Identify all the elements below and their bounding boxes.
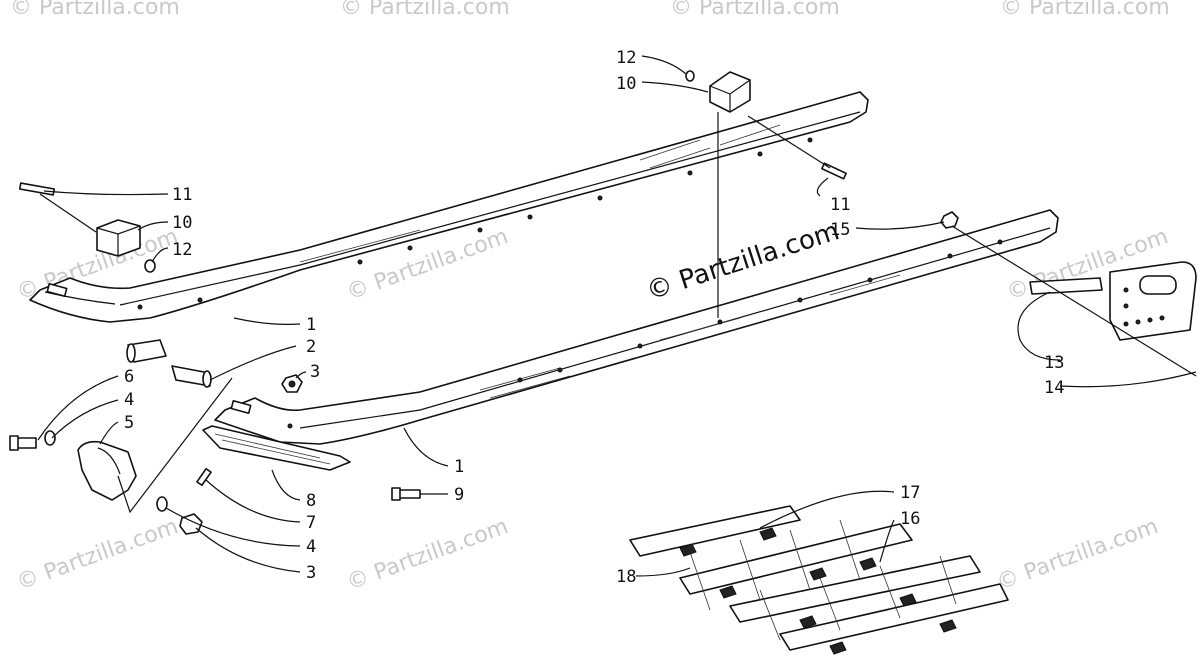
ski-runner-lower xyxy=(214,209,1059,445)
callout-4: 4 xyxy=(124,390,134,410)
callout-13: 13 xyxy=(1044,353,1064,373)
watermark: © Partzilla.com xyxy=(340,0,510,20)
callout-6: 6 xyxy=(124,367,134,387)
track-section xyxy=(629,505,1009,655)
callout-4: 4 xyxy=(306,537,316,557)
callout-3: 3 xyxy=(306,563,316,583)
callout-8: 8 xyxy=(306,491,316,511)
callout-14: 14 xyxy=(1044,378,1064,398)
nut-upper xyxy=(281,374,303,393)
callout-1: 1 xyxy=(454,457,464,477)
callout-2: 2 xyxy=(306,337,316,357)
callout-1: 1 xyxy=(306,315,316,335)
watermark: © Partzilla.com xyxy=(14,514,182,596)
watermark: © Partzilla.com xyxy=(344,514,512,596)
leader-lines xyxy=(37,55,1197,577)
callout-11: 11 xyxy=(172,185,192,205)
callout-16: 16 xyxy=(900,509,920,529)
callout-7: 7 xyxy=(306,513,316,533)
callout-11: 11 xyxy=(830,195,850,215)
callout-17: 17 xyxy=(900,483,920,503)
bolt-9 xyxy=(391,487,421,501)
callout-5: 5 xyxy=(124,413,134,433)
bolt-7 xyxy=(196,467,212,487)
ski-mount-assembly xyxy=(9,377,233,535)
ski-runner-upper xyxy=(29,91,869,323)
callout-12: 12 xyxy=(172,240,192,260)
spacer-tubes xyxy=(126,339,212,388)
wear-bar xyxy=(202,425,351,471)
watermark: © Partzilla.com xyxy=(994,514,1162,596)
callout-18: 18 xyxy=(616,567,636,587)
watermark: © Partzilla.com xyxy=(670,0,840,20)
callout-labels: 11 10 12 12 10 11 15 13 14 1 2 3 1 9 6 4… xyxy=(124,48,1064,587)
rear-mount xyxy=(940,211,1197,341)
watermark: © Partzilla.com xyxy=(10,0,180,20)
callout-3: 3 xyxy=(310,362,320,382)
watermark: © Partzilla.com xyxy=(1000,0,1170,20)
callout-10: 10 xyxy=(616,74,636,94)
callout-9: 9 xyxy=(454,485,464,505)
callout-12: 12 xyxy=(616,48,636,68)
callout-15: 15 xyxy=(830,220,850,240)
callout-10: 10 xyxy=(172,213,192,233)
